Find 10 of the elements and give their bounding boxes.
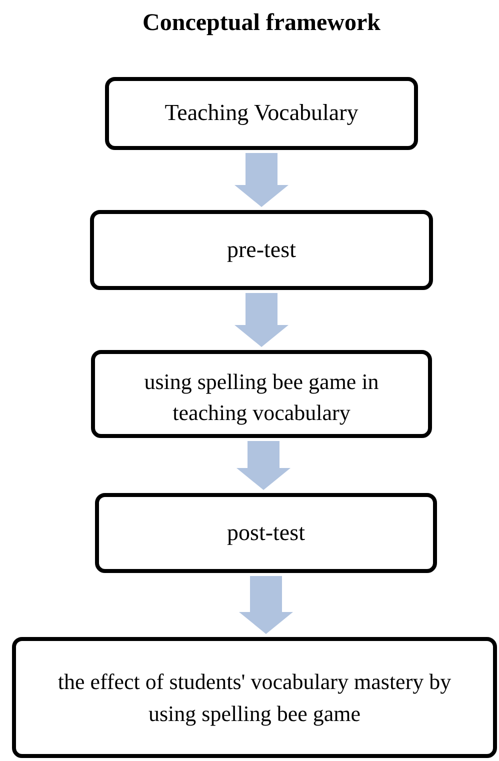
- process-box: using spelling bee game in teaching vocabulary: [91, 350, 432, 438]
- block-arrow: [234, 153, 288, 207]
- diagram-title: Conceptual framework: [142, 9, 382, 38]
- block-arrow: [239, 576, 293, 634]
- process-box: Teaching Vocabulary: [105, 77, 418, 150]
- process-box: the effect of students' vocabulary mastery by using spelling bee game: [12, 637, 497, 758]
- block-arrow: [236, 441, 290, 490]
- process-box: post-test: [95, 493, 437, 573]
- block-arrow: [234, 293, 288, 347]
- process-box: pre-test: [90, 210, 433, 290]
